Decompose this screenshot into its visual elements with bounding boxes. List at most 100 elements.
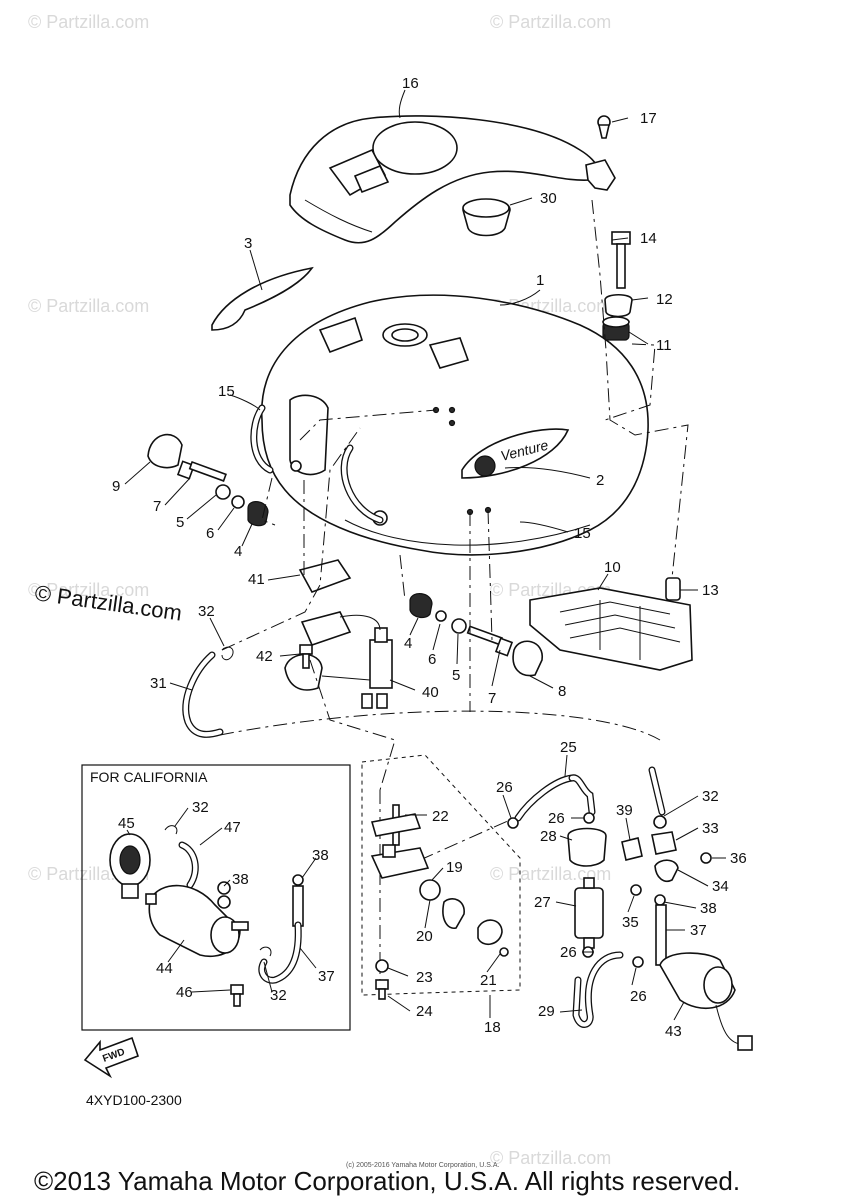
collar-6-left [231,495,245,509]
canister-45 [109,833,151,899]
callout-number: 21 [480,972,497,989]
callout-number: 15 [574,525,591,542]
diagram-code: 4XYD100-2300 [86,1092,182,1108]
callout-number: 34 [712,878,729,895]
bolt-36 [700,852,712,864]
tank-emblem-left [211,266,314,331]
callout-number: 32 [192,799,209,816]
canister-44 [145,884,249,957]
callout-number: 3 [244,235,252,252]
callout-number: 37 [318,968,335,985]
callout-number: 24 [416,1003,433,1020]
damper-4-left [247,501,269,527]
clip-38 [217,881,231,895]
callout-number: 33 [702,820,719,837]
hose-clamp-26 [507,817,519,829]
reference-line [219,710,661,741]
callout-number: 1 [536,272,544,289]
filter-bracket-28 [567,827,607,867]
callout-number: 31 [150,675,167,692]
leader-lines [124,89,726,1021]
collar-13 [665,577,681,601]
callout-number: 16 [402,75,419,92]
callout-number: 45 [118,815,135,832]
callout-number: 6 [206,525,214,542]
callout-number: 2 [596,472,604,489]
side-cover-9 [147,433,183,469]
clip-38 [217,895,231,909]
watermark-text: © Partzilla.com [28,12,149,32]
reference-line [399,554,406,601]
callout-number: 18 [484,1019,501,1036]
pump-gasket-41 [298,559,352,593]
bolt-7-right [466,625,514,657]
watermark-text: © Partzilla.com [28,580,149,600]
california-box [81,764,351,1031]
hose-clamp-26 [632,956,644,968]
callout-number: 12 [656,291,673,308]
callout-number: 5 [452,667,460,684]
callout-number: 28 [540,828,557,845]
callout-number: 4 [404,635,412,652]
tiny-copyright: (c) 2005-2016 Yamaha Motor Corporation, … [346,1162,499,1169]
washer-12 [604,293,633,318]
callout-number: 26 [496,779,513,796]
callout-number: 29 [538,1003,555,1020]
callout-number: 38 [312,847,329,864]
bolt-42 [299,644,313,669]
bolt-14 [611,231,631,289]
callout-number: 22 [432,808,449,825]
reference-line [419,819,511,861]
callout-number: 36 [730,850,747,867]
callout-number: 44 [156,960,173,977]
callout-number: 43 [665,1023,682,1040]
callout-number: 40 [422,684,439,701]
clip-38 [292,874,304,886]
watermark-text: © Partzilla.com [490,12,611,32]
hose-37 [292,885,304,927]
fwd-arrow-icon: FWD [83,1036,140,1079]
callout-number: 42 [256,648,273,665]
fuel-pump-43 [659,952,753,1051]
callout-number: 41 [248,571,265,588]
reference-line [591,199,689,579]
hose-clip-32 [653,815,667,829]
fuel-cap [462,198,511,237]
side-cover-8 [512,640,543,677]
callout-number: 15 [218,383,235,400]
joint-33 [651,831,677,855]
callout-number: 13 [702,582,719,599]
side-panel-10 [529,587,693,671]
callout-number: 46 [176,984,193,1001]
callout-number: 4 [234,543,242,560]
reference-line [299,409,437,441]
watermark-text: © Partzilla.com [490,1148,611,1168]
callout-number: 17 [640,110,657,127]
california-label: FOR CALIFORNIA [90,769,208,785]
callout-number: 25 [560,739,577,756]
callout-number: 32 [270,987,287,1004]
callout-number: 32 [198,603,215,620]
watermark-text: © Partzilla.com [28,296,149,316]
callout-numbers: 16 17 30 14 3 1 12 11 15 9 7 5 6 4 2 15 … [112,75,747,1040]
reference-line [309,659,396,791]
callout-number: 26 [630,988,647,1005]
washer-5-right [451,618,467,634]
tank-badge: Venture [461,428,570,479]
cover-bracket [585,115,616,191]
collar-6-right [435,610,447,622]
callout-number: 38 [700,900,717,917]
hose-clip-32 [164,825,178,835]
reference-line [487,509,493,641]
callout-number: 9 [112,478,120,495]
callout-number: 30 [540,190,557,207]
petcock-assembly [370,804,509,1000]
copyright-notice: ©2013 Yamaha Motor Corporation, U.S.A. A… [34,1166,740,1196]
callout-number: 19 [446,859,463,876]
damper-4-right [409,593,433,619]
washer-5-left [215,484,231,500]
bolt-46 [230,984,244,1007]
callout-number: 11 [656,337,672,354]
callout-number: 26 [548,810,565,827]
